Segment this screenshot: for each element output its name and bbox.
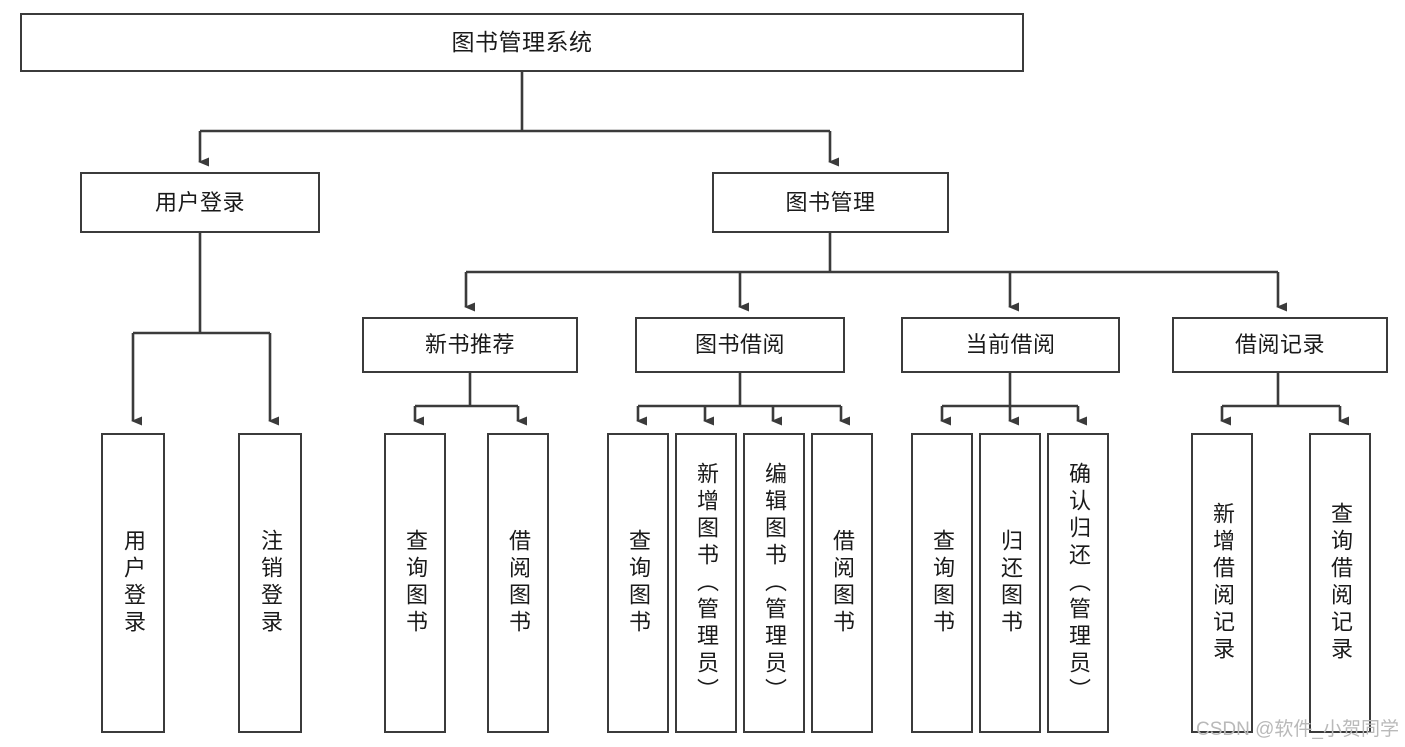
node-current-borrow-label: 当前借阅: [965, 332, 1056, 358]
leaf-user-logout[interactable]: 注销登录: [238, 433, 302, 733]
leaf-borrow-book-2[interactable]: 借阅图书: [811, 433, 873, 733]
node-borrow-record[interactable]: 借阅记录: [1172, 317, 1388, 373]
leaf-borrow-book-2-label: 借阅图书: [830, 529, 855, 637]
leaf-confirm-return[interactable]: 确认归还（管理员）: [1047, 433, 1109, 733]
node-borrow-record-label: 借阅记录: [1234, 332, 1325, 358]
node-user-login[interactable]: 用户登录: [80, 172, 320, 233]
leaf-user-login-label: 用户登录: [121, 529, 146, 637]
leaf-query-book-3-label: 查询图书: [930, 529, 955, 637]
leaf-return-book-label: 归还图书: [998, 529, 1023, 637]
leaf-edit-book-label: 编辑图书（管理员）: [762, 461, 787, 705]
leaf-query-book-1[interactable]: 查询图书: [384, 433, 446, 733]
node-root[interactable]: 图书管理系统: [20, 13, 1024, 72]
leaf-borrow-book-1[interactable]: 借阅图书: [487, 433, 549, 733]
node-new-book-recommend[interactable]: 新书推荐: [362, 317, 578, 373]
leaf-add-book-label: 新增图书（管理员）: [694, 461, 719, 705]
node-book-borrow-label: 图书借阅: [694, 332, 785, 358]
leaf-query-book-2-label: 查询图书: [626, 529, 651, 637]
leaf-query-book-1-label: 查询图书: [403, 529, 428, 637]
csdn-watermark: CSDN @软件_小贺同学: [1196, 719, 1399, 740]
leaf-add-book[interactable]: 新增图书（管理员）: [675, 433, 737, 733]
leaf-add-record[interactable]: 新增借阅记录: [1191, 433, 1253, 733]
node-root-label: 图书管理系统: [451, 28, 593, 55]
leaf-borrow-book-1-label: 借阅图书: [506, 529, 531, 637]
leaf-confirm-return-label: 确认归还（管理员）: [1066, 461, 1091, 705]
node-user-login-label: 用户登录: [154, 189, 245, 215]
node-new-book-recommend-label: 新书推荐: [424, 332, 515, 358]
leaf-query-book-2[interactable]: 查询图书: [607, 433, 669, 733]
node-book-borrow[interactable]: 图书借阅: [635, 317, 845, 373]
leaf-query-record-label: 查询借阅记录: [1328, 502, 1353, 664]
leaf-query-record[interactable]: 查询借阅记录: [1309, 433, 1371, 733]
leaf-user-logout-label: 注销登录: [258, 529, 283, 637]
leaf-user-login[interactable]: 用户登录: [101, 433, 165, 733]
leaf-return-book[interactable]: 归还图书: [979, 433, 1041, 733]
node-book-manage-label: 图书管理: [785, 189, 876, 215]
node-book-manage[interactable]: 图书管理: [712, 172, 949, 233]
leaf-query-book-3[interactable]: 查询图书: [911, 433, 973, 733]
node-current-borrow[interactable]: 当前借阅: [901, 317, 1120, 373]
leaf-edit-book[interactable]: 编辑图书（管理员）: [743, 433, 805, 733]
leaf-add-record-label: 新增借阅记录: [1210, 502, 1235, 664]
